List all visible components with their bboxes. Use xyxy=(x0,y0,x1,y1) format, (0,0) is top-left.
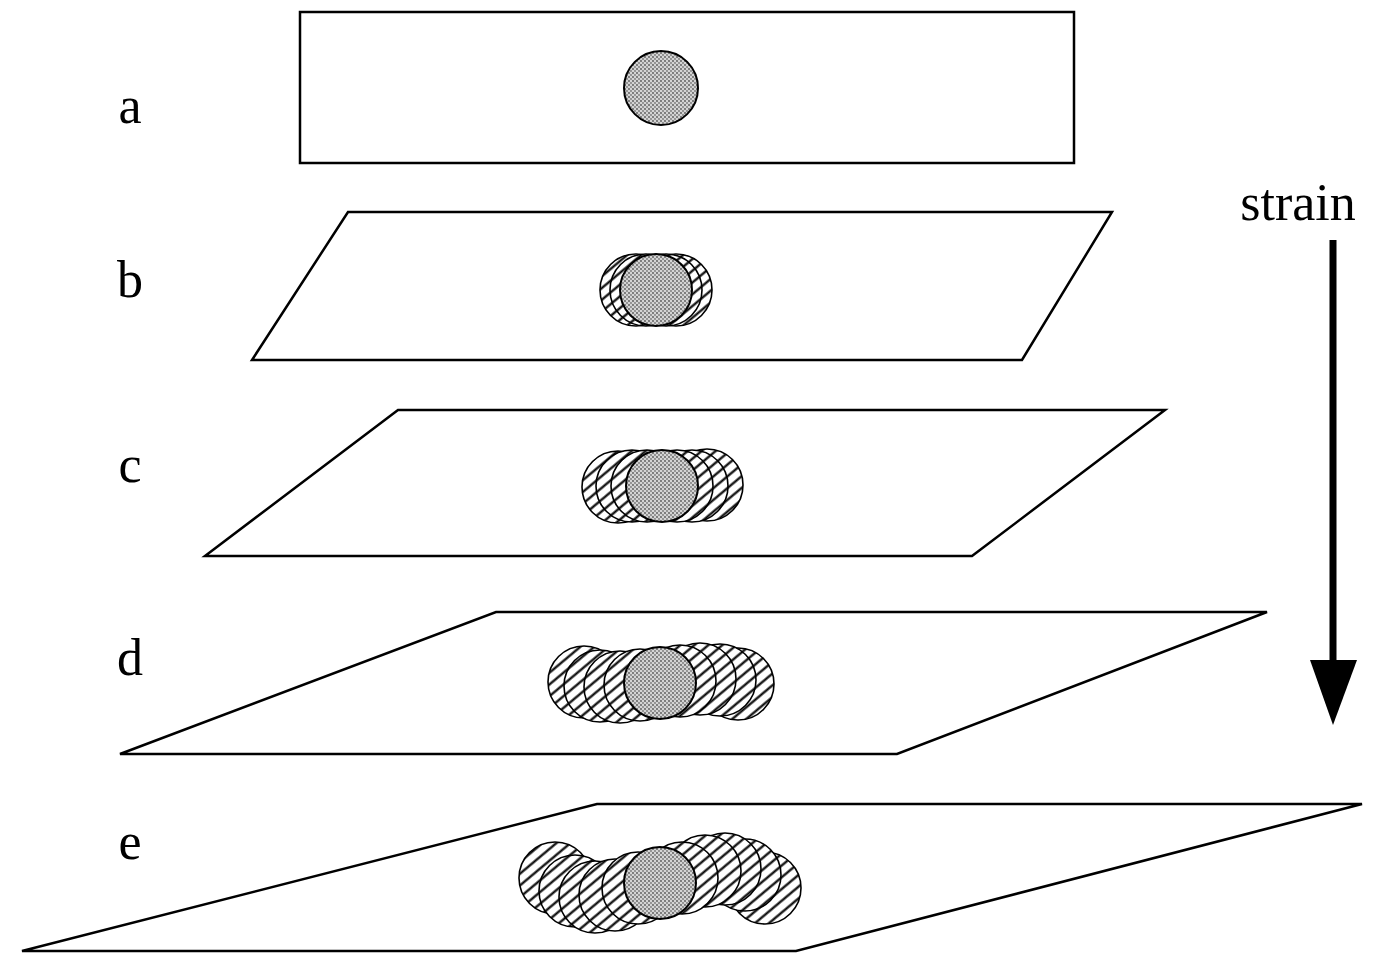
particle-trajectory xyxy=(519,833,801,933)
panel-letter: c xyxy=(118,439,141,491)
sheared-sample xyxy=(120,612,1267,754)
sheared-sample xyxy=(252,212,1112,360)
particle-trajectory xyxy=(600,254,712,326)
strain-arrow xyxy=(1330,240,1337,665)
particle xyxy=(620,254,692,326)
panel-letter: d xyxy=(117,632,143,684)
panel-letter: a xyxy=(118,80,141,132)
panel-letter: b xyxy=(117,254,143,306)
sheared-sample xyxy=(205,410,1165,556)
particle xyxy=(624,51,698,125)
particle xyxy=(624,847,696,919)
particle-trajectory xyxy=(548,643,774,723)
particle-trajectory xyxy=(582,449,743,523)
particle xyxy=(626,450,698,522)
arrow-head xyxy=(1310,660,1357,725)
particle xyxy=(624,647,696,719)
panel-letter: e xyxy=(118,816,141,868)
sample-rect xyxy=(300,12,1074,163)
sheared-sample xyxy=(22,804,1362,951)
axis-label: strain xyxy=(1240,177,1356,229)
